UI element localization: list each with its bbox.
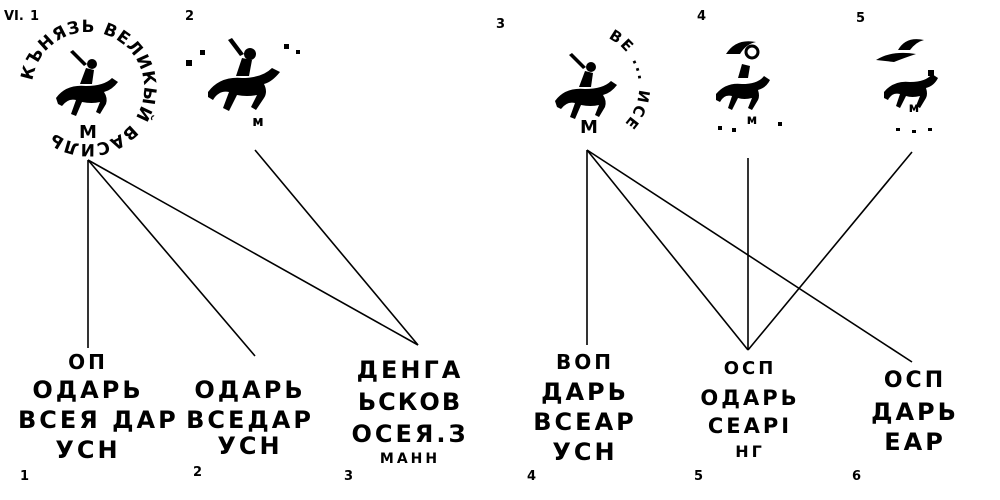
obverse-die-4: м [708, 30, 792, 135]
inscription-line: ОДАРЬ [700, 386, 800, 410]
reverse-die-2: ОДАРЬ ВСЕДАР УСН [180, 372, 320, 462]
link-1-2 [87, 159, 256, 357]
monogram-2: м [252, 114, 263, 130]
inscription-line: ОСП [723, 358, 777, 379]
rider-icon [186, 38, 300, 111]
reverse-die-4: ВОП ДАРЬ ВСЕАР УСН [515, 352, 655, 472]
inscription-line: НГ [735, 442, 765, 461]
top-label-5: 5 [856, 11, 866, 26]
rider-icon [716, 41, 782, 132]
plate-label: VI. [4, 9, 24, 24]
monogram-1: M [79, 122, 97, 143]
inscription-line: ОСП [883, 368, 947, 393]
inscription-line: УСН [55, 436, 121, 464]
inscription-line: ВОП [556, 350, 614, 374]
rider-icon [56, 50, 118, 116]
inscription-line: ОДАРЬ [32, 376, 144, 404]
inscription-line: МАНН [379, 451, 441, 467]
bottom-label-5: 5 [694, 469, 704, 484]
inscription-line: ОП [68, 350, 108, 374]
inscription-line: ВСЕАР [533, 408, 637, 436]
obverse-die-2: м [180, 30, 310, 130]
reverse-die-1: ОП ОДАРЬ ВСЕЯ ДАР УСН [18, 350, 179, 472]
link-3-6 [586, 149, 913, 363]
obverse-die-3: ВЕ ... ИСЕ M [515, 25, 655, 140]
reverse-die-6: ОСП ДАРЬ ЕАР [845, 370, 985, 460]
top-label-4: 4 [697, 9, 707, 24]
link-1-3 [87, 159, 419, 346]
inscription-line: УСН [552, 438, 618, 466]
reverse-die-3: ДЕНГА ЬСКОВ ОСЕЯ.З МАНН [340, 358, 480, 470]
inscription-line: ДАРЬ [541, 378, 629, 406]
top-label-1: 1 [30, 9, 40, 24]
reverse-die-5: ОСП ОДАРЬ СЕАРІ НГ [680, 360, 820, 468]
link-3-5 [586, 149, 749, 351]
inscription-line: СЕАРІ [707, 414, 793, 438]
top-label-3: 3 [496, 17, 506, 32]
rider-icon [555, 53, 617, 119]
rider-icon [876, 39, 938, 133]
link-2-3 [254, 149, 419, 346]
obverse-die-5: м [872, 30, 956, 135]
inscription-line: ДЕНГА [356, 356, 464, 384]
obverse-die-1: КЪНЯЗЬ ВЕЛИКЫЙ ВАСИЛЬ M [17, 17, 158, 159]
bottom-label-6: 6 [852, 469, 862, 484]
monogram-3: M [580, 117, 598, 138]
inscription-line: УСН [217, 432, 283, 460]
bottom-label-1: 1 [20, 469, 30, 484]
inscription-line: ОДАРЬ [194, 376, 306, 404]
inscription-line: ЕАР [884, 428, 946, 456]
inscription-line: ЬСКОВ [357, 388, 463, 416]
bottom-label-3: 3 [344, 469, 354, 484]
link-5-5 [747, 151, 913, 351]
monogram-4: м [747, 113, 758, 128]
inscription-line: ОСЕЯ.З [351, 420, 469, 448]
top-label-2: 2 [185, 9, 195, 24]
monogram-5: м [909, 101, 920, 116]
legend-text-3: ВЕ ... ИСЕ [606, 26, 653, 134]
bottom-label-2: 2 [193, 465, 203, 480]
inscription-line: ВСЕДАР [186, 406, 314, 434]
inscription-line: ДАРЬ [871, 398, 959, 426]
bottom-label-4: 4 [527, 469, 537, 484]
inscription-line: ВСЕЯ ДАР [18, 406, 179, 434]
